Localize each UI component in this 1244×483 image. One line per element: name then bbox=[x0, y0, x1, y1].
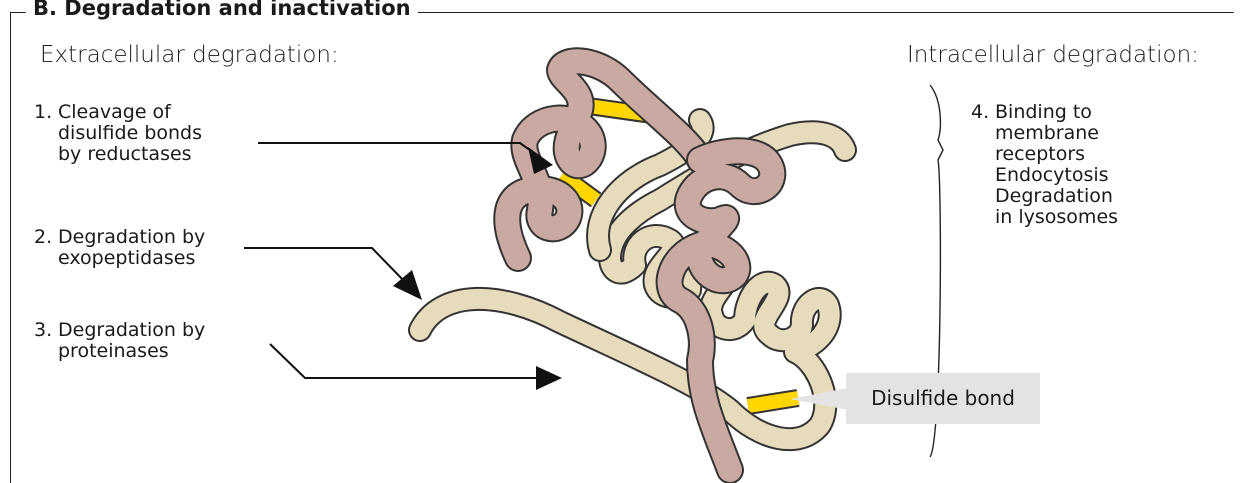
label-2-line-2: exopeptidases bbox=[34, 248, 205, 269]
disulfide-bond-callout: Disulfide bond bbox=[846, 373, 1040, 424]
label-4-line-1: Binding to bbox=[995, 101, 1092, 123]
label-1-number: 1. bbox=[34, 102, 58, 123]
label-1-line-1: Cleavage of bbox=[58, 101, 171, 123]
label-4-line-2: membrane bbox=[971, 123, 1118, 144]
label-3-number: 3. bbox=[34, 320, 58, 341]
arrow-3-line bbox=[270, 344, 536, 378]
arrow-1-line bbox=[258, 143, 541, 158]
label-4-line-3: receptors bbox=[971, 144, 1118, 165]
label-1-line-2: disulfide bonds bbox=[34, 123, 202, 144]
label-4-number: 4. bbox=[971, 102, 995, 123]
label-4: 4.Binding to membrane receptors Endocyto… bbox=[971, 102, 1118, 228]
label-2-number: 2. bbox=[34, 227, 58, 248]
label-3-line-1: Degradation by bbox=[58, 319, 205, 341]
label-3: 3.Degradation by proteinases bbox=[34, 320, 205, 362]
label-2-line-1: Degradation by bbox=[58, 226, 205, 248]
label-4-line-5: Degradation bbox=[971, 186, 1118, 207]
label-1: 1.Cleavage of disulfide bonds by reducta… bbox=[34, 102, 202, 165]
label-4-line-6: in lysosomes bbox=[971, 207, 1118, 228]
label-2: 2.Degradation by exopeptidases bbox=[34, 227, 205, 269]
label-4-line-4: Endocytosis bbox=[971, 165, 1118, 186]
arrow-2-line bbox=[244, 248, 407, 284]
label-3-line-2: proteinases bbox=[34, 341, 205, 362]
arrow-3-head bbox=[536, 366, 562, 390]
label-1-line-3: by reductases bbox=[34, 144, 202, 165]
